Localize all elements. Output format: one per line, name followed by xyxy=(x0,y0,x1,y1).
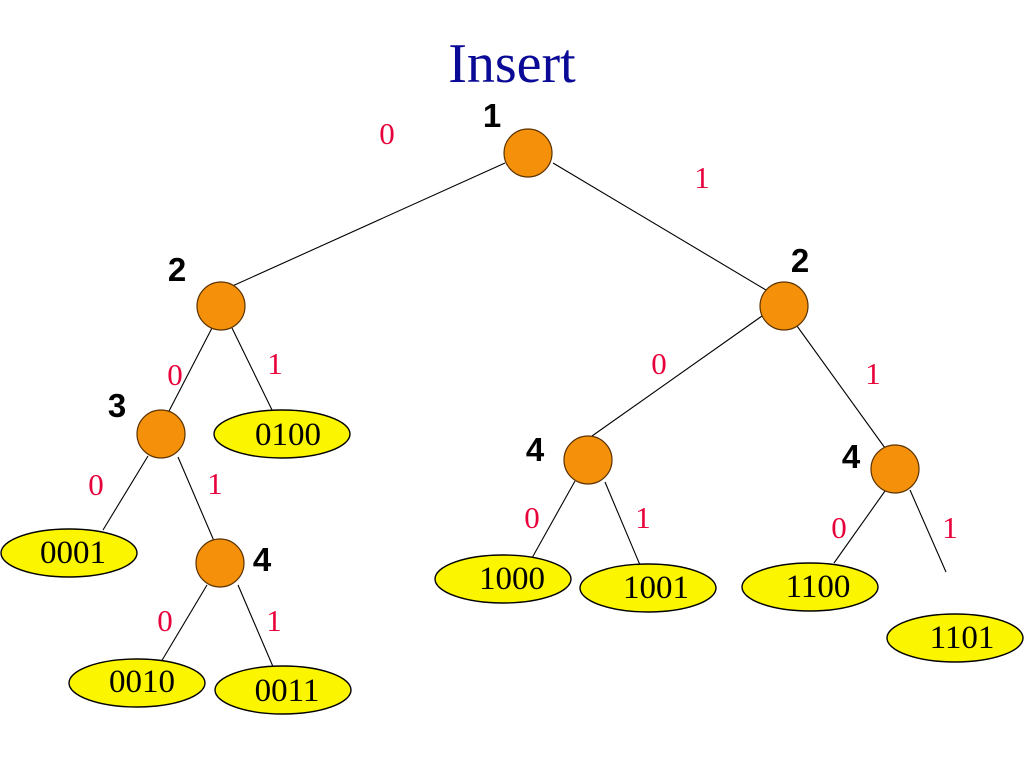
bit-label-root-right: 1 xyxy=(694,160,710,195)
leaves: 0100 0001 0010 0011 1000 1001 1100 1101 xyxy=(0,409,1024,715)
bit-label-n0-left: 0 xyxy=(167,357,183,392)
edge-n11-l1101 xyxy=(909,489,947,573)
bit-label-n1-left: 0 xyxy=(651,346,667,381)
leaf-0001: 0001 xyxy=(0,528,138,578)
node-n11 xyxy=(870,444,920,494)
leaf-label: 0011 xyxy=(255,673,320,709)
leaf-1000: 1000 xyxy=(434,554,572,604)
leaf-1001: 1001 xyxy=(579,563,717,613)
edge-n001-l0011 xyxy=(237,584,275,670)
level-labels: 1 2 2 3 4 4 4 xyxy=(108,97,861,578)
edge-n11-l1100 xyxy=(833,490,886,564)
node-n0 xyxy=(196,281,246,331)
leaf-label: 0001 xyxy=(40,535,106,571)
level-label-n001: 4 xyxy=(253,541,272,578)
bit-label-n00-right: 1 xyxy=(207,466,223,501)
edge-n1-n10 xyxy=(591,315,763,437)
leaf-label: 1000 xyxy=(479,561,545,597)
edge-n0-l0100 xyxy=(231,327,274,413)
leaf-0100: 0100 xyxy=(213,409,351,459)
edge-n1-n11 xyxy=(796,325,886,449)
bit-label-n10-right: 1 xyxy=(635,500,651,535)
leaf-label: 1001 xyxy=(623,570,689,606)
bit-label-n11-left: 0 xyxy=(831,510,847,545)
leaf-1101: 1101 xyxy=(886,613,1024,663)
edge-n00-n001 xyxy=(177,456,215,542)
node-n00 xyxy=(136,409,186,459)
page-title: Insert xyxy=(448,33,576,95)
node-n001 xyxy=(195,538,245,588)
edge-n001-l0010 xyxy=(160,584,208,663)
level-label-n1: 2 xyxy=(791,242,809,279)
level-label-n10: 4 xyxy=(526,431,545,468)
leaf-label: 0100 xyxy=(255,417,321,453)
bit-label-root-left: 0 xyxy=(379,116,395,151)
node-n10 xyxy=(563,435,613,485)
leaf-0010: 0010 xyxy=(68,658,206,708)
internal-nodes xyxy=(136,128,920,588)
bit-label-n0-right: 1 xyxy=(267,346,283,381)
leaf-1100: 1100 xyxy=(741,562,879,612)
bit-label-n10-left: 0 xyxy=(524,500,540,535)
bit-label-n11-right: 1 xyxy=(942,510,958,545)
bit-label-n001-right: 1 xyxy=(266,603,282,638)
leaf-0011: 0011 xyxy=(214,665,352,715)
node-root xyxy=(503,128,553,178)
level-label-n0: 2 xyxy=(168,251,186,288)
bit-label-n00-left: 0 xyxy=(88,467,104,502)
edge-root-n0 xyxy=(227,162,506,289)
edge-n10-l1001 xyxy=(604,481,641,566)
level-label-n00: 3 xyxy=(108,387,126,424)
edge-labels: 0 1 0 1 0 1 0 1 0 1 0 1 0 1 xyxy=(88,116,958,638)
edges xyxy=(102,162,947,670)
edge-n10-l1000 xyxy=(531,480,576,559)
node-n1 xyxy=(759,281,809,331)
bit-label-n001-left: 0 xyxy=(157,603,173,638)
edge-root-n1 xyxy=(552,162,767,291)
leaf-label: 0010 xyxy=(109,664,175,700)
edge-n00-l0001 xyxy=(102,455,149,531)
leaf-label: 1101 xyxy=(930,620,995,656)
leaf-label: 1100 xyxy=(786,569,851,605)
level-label-n11: 4 xyxy=(842,438,861,475)
bit-label-n1-right: 1 xyxy=(865,356,881,391)
level-label-root: 1 xyxy=(483,97,501,134)
edge-n0-n00 xyxy=(167,327,213,414)
